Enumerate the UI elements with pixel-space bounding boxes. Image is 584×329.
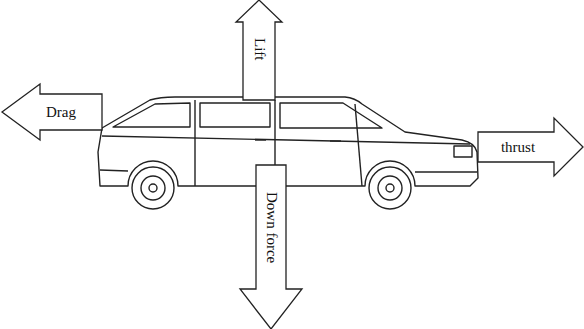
force-arrow: Drag: [2, 84, 102, 140]
force-label: Down force: [264, 192, 279, 263]
force-arrow: Down force: [240, 165, 302, 329]
arrow-text-area: Down force: [256, 169, 286, 287]
force-arrow: Lift: [236, 0, 282, 100]
force-label: thrust: [501, 140, 535, 155]
force-arrow: thrust: [478, 118, 583, 176]
force-label: Drag: [46, 105, 76, 120]
arrow-text-area: Drag: [36, 94, 86, 130]
arrow-text-area: thrust: [480, 132, 556, 162]
arrow-text-area: Lift: [243, 24, 275, 74]
force-label: Lift: [252, 38, 267, 61]
